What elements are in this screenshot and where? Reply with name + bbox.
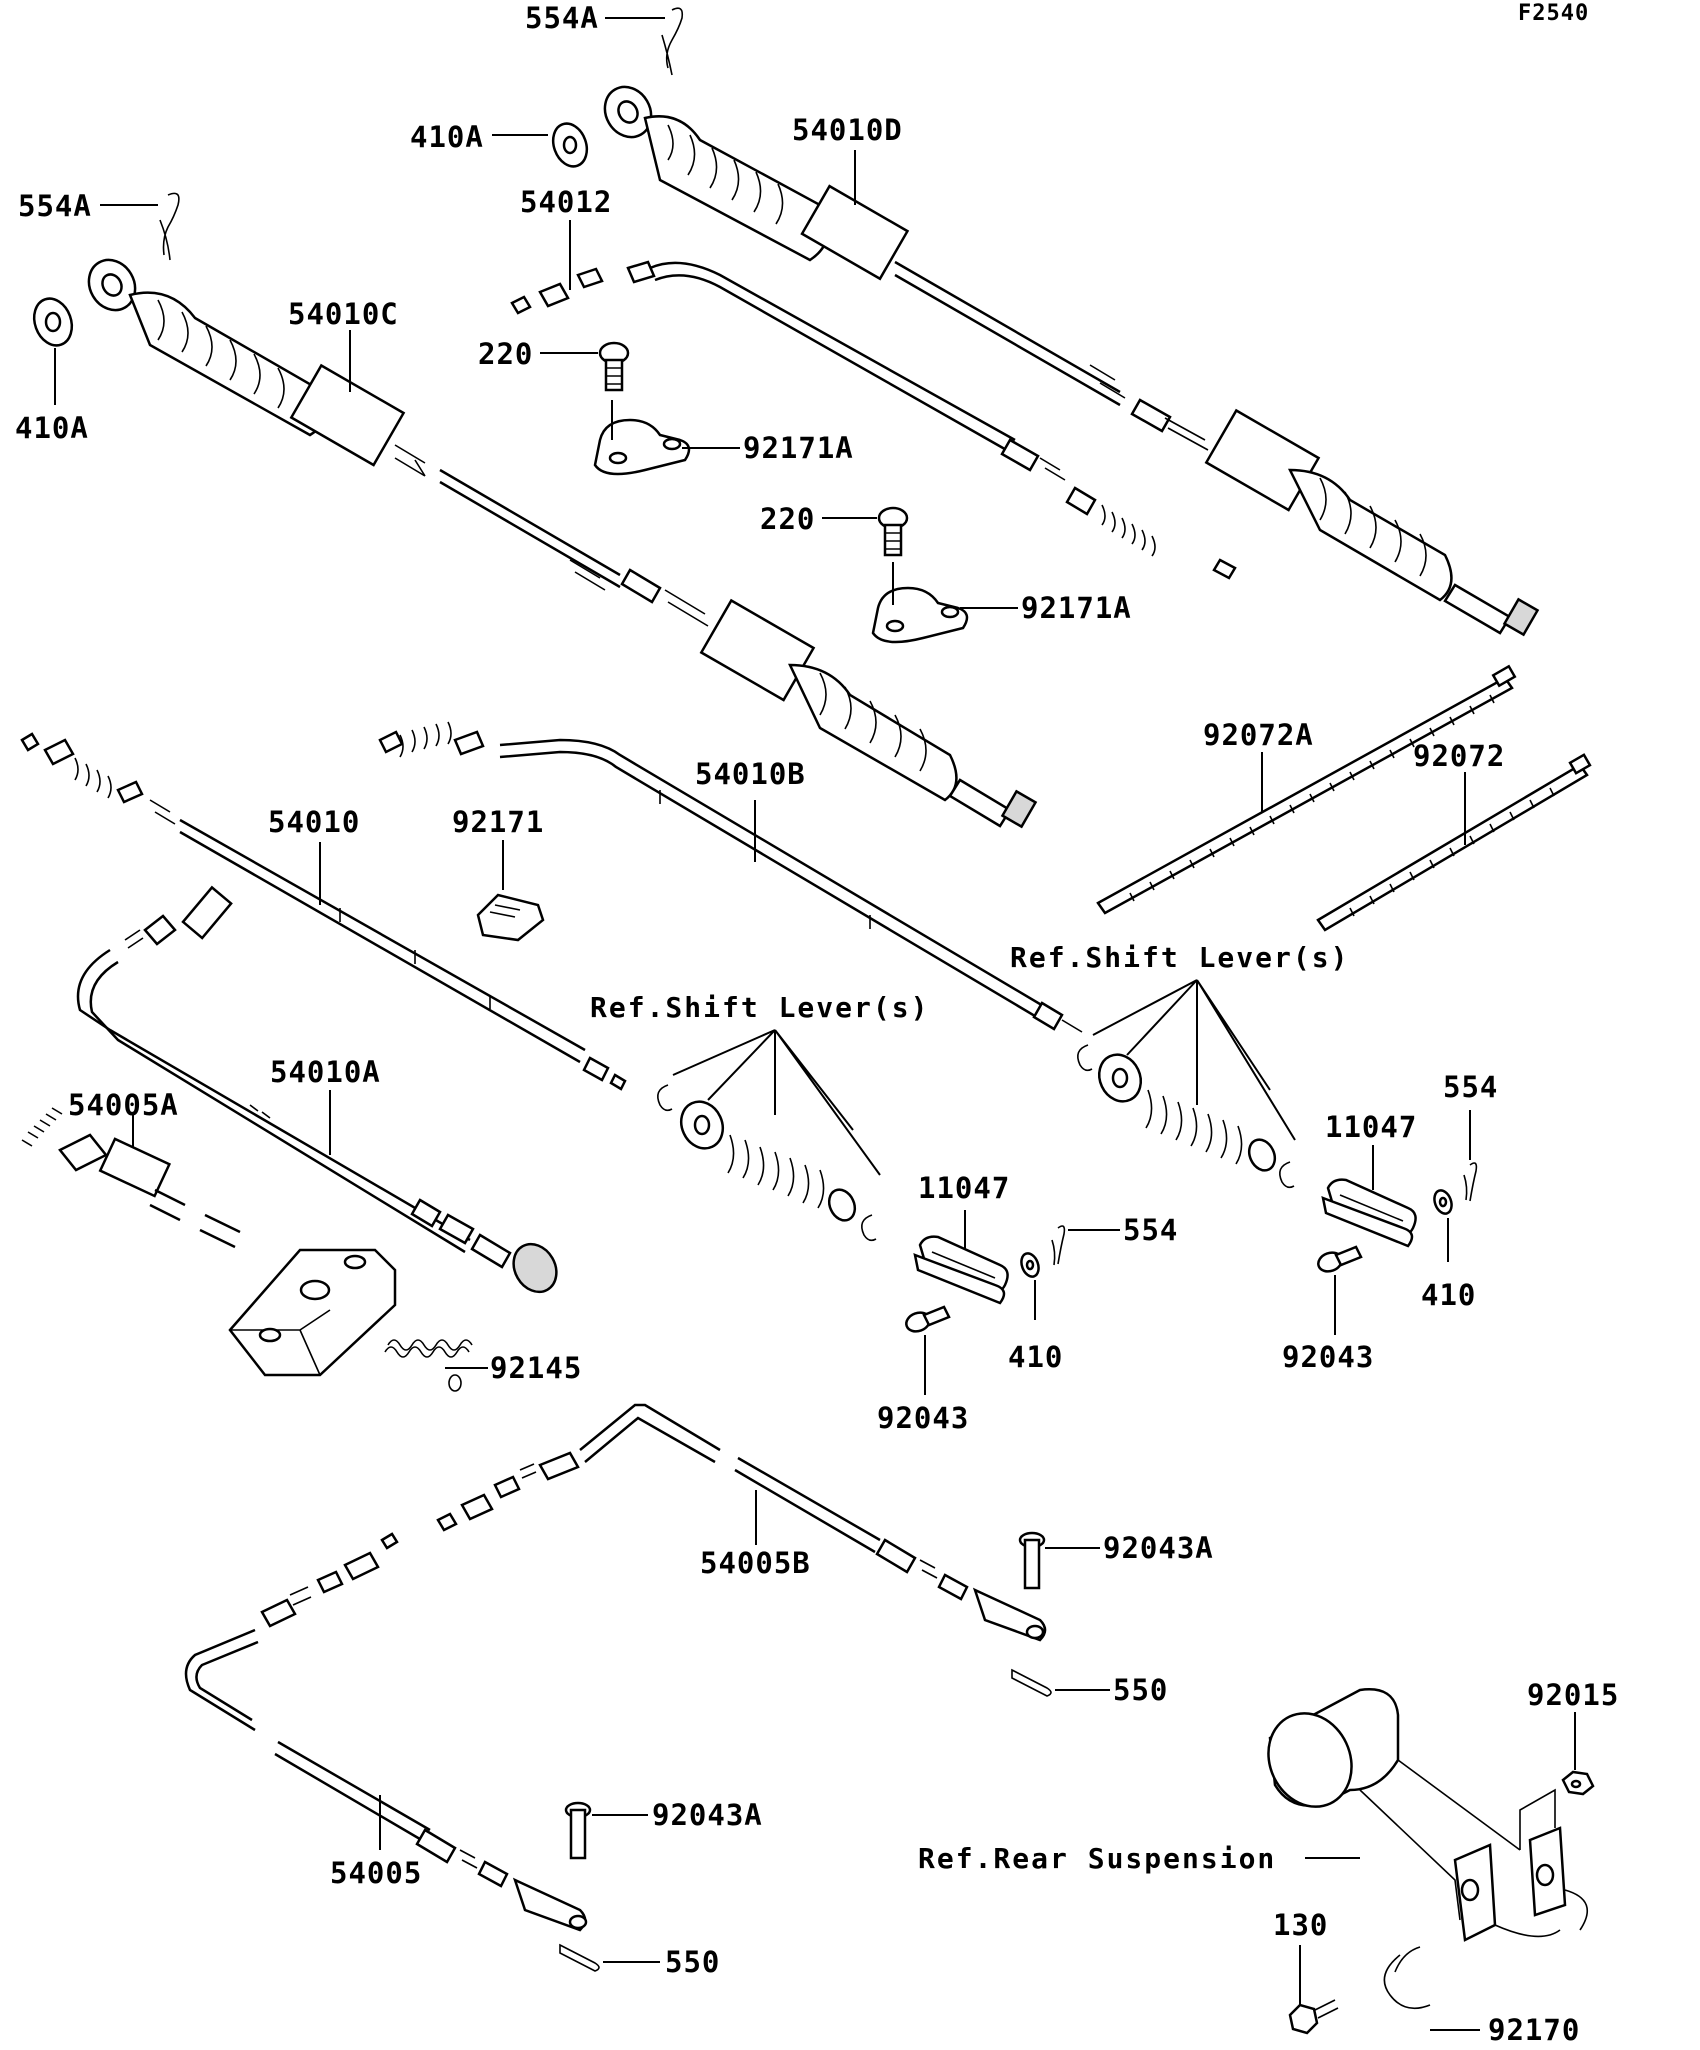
label-554-a[interactable]: 554 bbox=[1123, 1213, 1178, 1247]
label-54010B[interactable]: 54010B bbox=[695, 757, 806, 791]
ref-rear-suspension[interactable]: Ref.Rear Suspension bbox=[918, 1842, 1276, 1875]
label-11047-a[interactable]: 11047 bbox=[918, 1171, 1010, 1205]
label-54012[interactable]: 54012 bbox=[520, 185, 612, 219]
label-54010[interactable]: 54010 bbox=[268, 805, 360, 839]
cable-tie-92072A-part[interactable] bbox=[1096, 664, 1517, 915]
label-54005A[interactable]: 54005A bbox=[68, 1088, 179, 1122]
cable-54010D-part[interactable] bbox=[596, 78, 1540, 637]
pin-92043A-a-part[interactable] bbox=[1018, 1531, 1046, 1590]
label-554A-top[interactable]: 554A bbox=[525, 1, 599, 35]
cable-54010C-part[interactable] bbox=[80, 251, 1038, 829]
label-92145[interactable]: 92145 bbox=[490, 1351, 582, 1385]
cable-54010A-part[interactable] bbox=[76, 885, 565, 1299]
washer-410A-top-part[interactable] bbox=[547, 119, 592, 171]
clamp-92171A-b-part[interactable] bbox=[871, 586, 969, 644]
screw-220-a-part[interactable] bbox=[598, 341, 630, 392]
label-92171[interactable]: 92171 bbox=[452, 805, 544, 839]
label-554-b[interactable]: 554 bbox=[1443, 1070, 1498, 1104]
label-54010C[interactable]: 54010C bbox=[288, 297, 399, 331]
shift-lever-left-assembly-part[interactable] bbox=[657, 1084, 877, 1242]
label-410-b[interactable]: 410 bbox=[1421, 1278, 1476, 1312]
clip-92170-part[interactable] bbox=[1383, 1946, 1431, 2010]
ref-shift-lever-right[interactable]: Ref.Shift Lever(s) bbox=[1010, 941, 1349, 974]
label-92043A-a[interactable]: 92043A bbox=[1103, 1531, 1214, 1565]
ref-shift-lever-left[interactable]: Ref.Shift Lever(s) bbox=[590, 991, 929, 1024]
label-550-b[interactable]: 550 bbox=[665, 1945, 720, 1979]
cable-54012-part[interactable] bbox=[510, 260, 1237, 580]
cable-54005A-part[interactable] bbox=[21, 1107, 397, 1377]
nut-92015-part[interactable] bbox=[1561, 1770, 1595, 1796]
label-11047-b[interactable]: 11047 bbox=[1325, 1110, 1417, 1144]
label-54010A[interactable]: 54010A bbox=[270, 1055, 381, 1089]
shift-lever-right-assembly-part[interactable] bbox=[1077, 1044, 1295, 1189]
label-92170[interactable]: 92170 bbox=[1488, 2013, 1580, 2047]
cotter-pin-550-a-part[interactable] bbox=[1011, 1668, 1052, 1697]
cotter-pin-550-b-part[interactable] bbox=[559, 1943, 600, 1972]
label-130[interactable]: 130 bbox=[1273, 1908, 1328, 1942]
label-92072[interactable]: 92072 bbox=[1413, 739, 1505, 773]
label-92171A-a[interactable]: 92171A bbox=[743, 431, 854, 465]
cable-54005B-part[interactable] bbox=[436, 1403, 1047, 1642]
label-92043-b[interactable]: 92043 bbox=[1282, 1340, 1374, 1374]
label-92043A-b[interactable]: 92043A bbox=[652, 1798, 763, 1832]
label-92171A-b[interactable]: 92171A bbox=[1021, 591, 1132, 625]
label-410A-top[interactable]: 410A bbox=[410, 120, 484, 154]
label-220-a[interactable]: 220 bbox=[478, 337, 533, 371]
washer-410A-left-part[interactable] bbox=[28, 293, 78, 350]
label-54010D[interactable]: 54010D bbox=[792, 113, 903, 147]
lever-11047-b-part[interactable] bbox=[1321, 1178, 1417, 1248]
label-554A-left[interactable]: 554A bbox=[18, 189, 92, 223]
pin-92043-b-part[interactable] bbox=[1316, 1245, 1363, 1275]
washer-410-b-part[interactable] bbox=[1431, 1188, 1454, 1216]
cable-54010B-part[interactable] bbox=[378, 721, 1083, 1033]
label-550-a[interactable]: 550 bbox=[1113, 1673, 1168, 1707]
figure-code: F2540 bbox=[1518, 1, 1589, 26]
washer-410-a-part[interactable] bbox=[1018, 1251, 1041, 1279]
label-92043-a[interactable]: 92043 bbox=[877, 1401, 969, 1435]
cable-tie-92072-part[interactable] bbox=[1316, 753, 1592, 932]
label-220-b[interactable]: 220 bbox=[760, 502, 815, 536]
lever-11047-a-part[interactable] bbox=[913, 1235, 1009, 1305]
label-92072A[interactable]: 92072A bbox=[1203, 718, 1314, 752]
label-54005B[interactable]: 54005B bbox=[700, 1546, 811, 1580]
clamp-92171A-a-part[interactable] bbox=[593, 418, 691, 476]
cable-54010-part[interactable] bbox=[20, 732, 627, 1091]
pin-554A-left-part[interactable] bbox=[159, 192, 180, 261]
screw-220-b-part[interactable] bbox=[877, 506, 909, 557]
pin-92043-a-part[interactable] bbox=[904, 1305, 951, 1335]
pin-554-a-part[interactable] bbox=[1051, 1225, 1066, 1266]
pin-554-b-part[interactable] bbox=[1463, 1162, 1478, 1202]
spring-92145-part[interactable] bbox=[384, 1339, 473, 1392]
rear-suspension-bracket-part[interactable] bbox=[1253, 1688, 1589, 1942]
cable-54005-part[interactable] bbox=[184, 1532, 588, 1932]
bolt-130-part[interactable] bbox=[1288, 1999, 1339, 2035]
pin-92043A-b-part[interactable] bbox=[564, 1801, 592, 1860]
clip-92171-part[interactable] bbox=[476, 893, 545, 942]
label-410A-left[interactable]: 410A bbox=[15, 411, 89, 445]
pin-554A-top-part[interactable] bbox=[661, 7, 684, 76]
label-54005[interactable]: 54005 bbox=[330, 1856, 422, 1890]
label-92015[interactable]: 92015 bbox=[1527, 1678, 1619, 1712]
label-410-a[interactable]: 410 bbox=[1008, 1340, 1063, 1374]
